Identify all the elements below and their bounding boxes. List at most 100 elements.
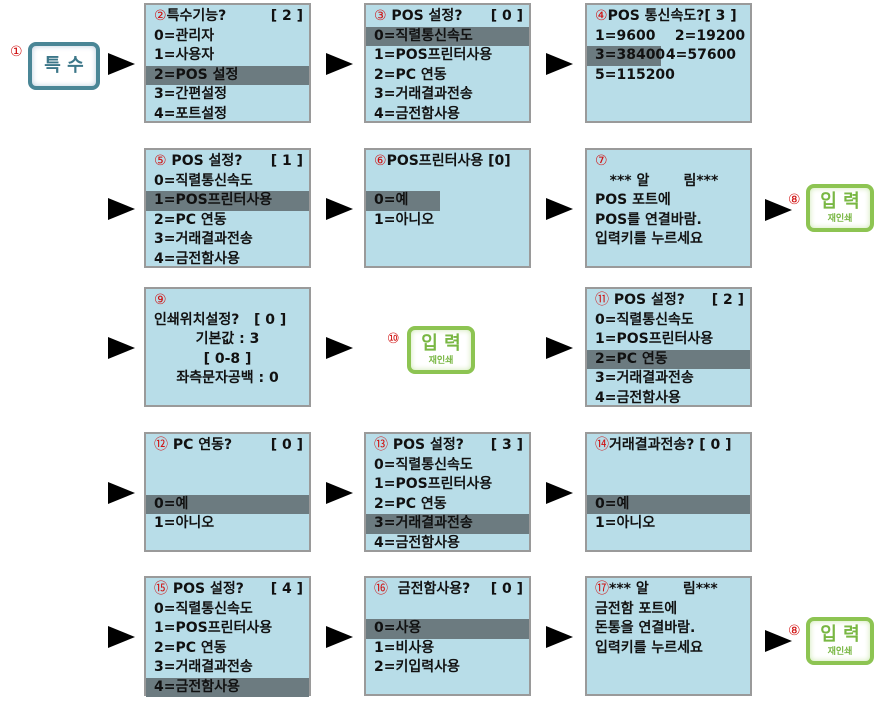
menu-line-text: 2=PC 연동 <box>374 66 447 83</box>
menu-line-text: 2=키입력사용 <box>374 659 460 675</box>
menu-line-text: 3=거래결과전송 <box>374 86 473 102</box>
step-number: ⑧ <box>788 192 801 208</box>
step-number: ⑤ <box>154 153 167 169</box>
menu-line-text: 2=POS 설정 <box>154 66 239 83</box>
menu-line-text: 돈통을 연결바람. <box>595 620 696 636</box>
menu-line-text: 2=PC 연동 <box>595 350 668 367</box>
special-button[interactable]: 특 수 <box>28 42 100 90</box>
enter-button-label: 입 력 <box>820 624 860 645</box>
screen-title: POS 설정? <box>168 581 244 597</box>
step-number: ⑰ <box>595 581 609 597</box>
arrow-right-icon <box>765 630 792 652</box>
arrow-right-icon <box>765 199 792 221</box>
arrow-right-icon <box>108 198 135 220</box>
screen-value: [ 3 ] <box>490 437 523 453</box>
screen-title: POS 통신속도?[ 3 ] <box>607 8 737 24</box>
screen-title-line: ⑭거래결과전송? [ 0 ] <box>587 434 750 456</box>
menu-line: 1=아니오 <box>587 514 750 534</box>
menu-line-text: 입력키를 누르세요 <box>595 231 703 247</box>
menu-line-text: 좌측문자공백 : 0 <box>176 370 279 386</box>
arrow-right-icon <box>108 626 135 648</box>
menu-line-text: 0=직렬통신속도 <box>595 311 694 328</box>
screen-title-line: ⑤ POS 설정? [ 1 ] <box>146 150 309 172</box>
step-number: ⑧ <box>788 623 801 639</box>
menu-line-text: 0=관리자 <box>154 27 215 44</box>
menu-line: 2=PC 연동 <box>366 495 529 515</box>
step-number: ⑨ <box>154 292 167 308</box>
menu-line: 0=직렬통신속도 <box>587 311 750 331</box>
menu-line: 1=POS프린터사용 <box>366 475 529 495</box>
menu-line: 1=9600 2=19200 <box>587 27 750 47</box>
menu-line-text: POS를 연결바람. <box>595 211 702 228</box>
menu-line: [ 0-8 ] <box>146 350 309 370</box>
menu-line: 1=POS프린터사용 <box>587 330 750 350</box>
menu-line-text: 0=예 <box>154 495 189 512</box>
menu-line: 2=PC 연동 <box>587 349 750 369</box>
menu-line: 3=거래결과전송 <box>146 230 309 250</box>
menu-line: 4=금전함사용 <box>366 534 529 554</box>
arrow-right-icon <box>326 337 353 359</box>
arrow-right-icon <box>546 337 573 359</box>
menu-line: 2=POS 설정 <box>146 65 309 85</box>
enter-button-sublabel: 재인쇄 <box>827 647 853 657</box>
menu-line: 0=직렬통신속도 <box>366 456 529 476</box>
screen-value: [ 2 ] <box>270 8 303 24</box>
step-number: ⑯ <box>374 581 388 597</box>
menu-line: *** 알 림*** <box>587 172 750 192</box>
menu-line: POS 포트에 <box>587 191 750 211</box>
menu-line-text: 4=금전함사용 <box>374 105 460 122</box>
enter-button-label: 입 력 <box>421 333 461 354</box>
menu-line: 1=POS프린터사용 <box>146 619 309 639</box>
screen-value: [ 0 ] <box>270 437 303 453</box>
arrow-right-icon <box>108 53 135 75</box>
menu-line: 0=직렬통신속도 <box>366 26 529 46</box>
menu-line-text: 0=직렬통신속도 <box>374 27 473 44</box>
screen-title: PC 연동? <box>168 437 233 453</box>
menu-line: 5=115200 <box>587 66 750 86</box>
screen-value: [ 1 ] <box>270 153 303 169</box>
menu-line-text: 0=사용 <box>374 620 422 636</box>
menu-line-text: 1=POS프린터사용 <box>154 620 273 636</box>
arrow-right-icon <box>326 198 353 220</box>
menu-line-text: 기본값 : 3 <box>195 331 260 347</box>
menu-line-text: 1=POS프린터사용 <box>595 331 714 347</box>
step-number: ② <box>154 8 167 24</box>
screen-value: [ 2 ] <box>711 292 744 308</box>
screen-title: POS 설정? <box>386 8 463 24</box>
menu-line-text: 1=비사용 <box>374 639 435 656</box>
menu-line-text: 2=PC 연동 <box>374 495 447 512</box>
enter-button-sublabel: 재인쇄 <box>827 214 853 224</box>
step-number: ③ <box>374 8 387 24</box>
menu-line: 3=거래결과전송 <box>366 85 529 105</box>
menu-line-text: [ 0-8 ] <box>203 350 252 367</box>
menu-line: 돈통을 연결바람. <box>587 619 750 639</box>
step-number: ⑩ <box>387 331 400 347</box>
menu-line <box>366 600 529 620</box>
menu-line: 4=금전함사용 <box>587 389 750 409</box>
screen-title-line: ⑨ <box>146 289 309 311</box>
menu-line: 금전함 포트에 <box>587 600 750 620</box>
menu-line: 좌측문자공백 : 0 <box>146 369 309 389</box>
menu-line-text: 4=금전함사용 <box>154 250 240 267</box>
menu-line: 2=키입력사용 <box>366 658 529 678</box>
menu-line-text: 3=거래결과전송 <box>154 659 253 675</box>
step-number: ⑮ <box>154 581 168 597</box>
menu-line-text: 2=PC 연동 <box>154 211 227 228</box>
menu-line-highlight: 0=예 <box>366 191 440 211</box>
menu-line-text: 1=아니오 <box>154 515 215 531</box>
screen-title: POS프린터사용 [0] <box>386 153 511 169</box>
screen-title: POS 설정? <box>166 153 243 169</box>
screen-title-line: ⑬ POS 설정?[ 3 ] <box>366 434 529 456</box>
